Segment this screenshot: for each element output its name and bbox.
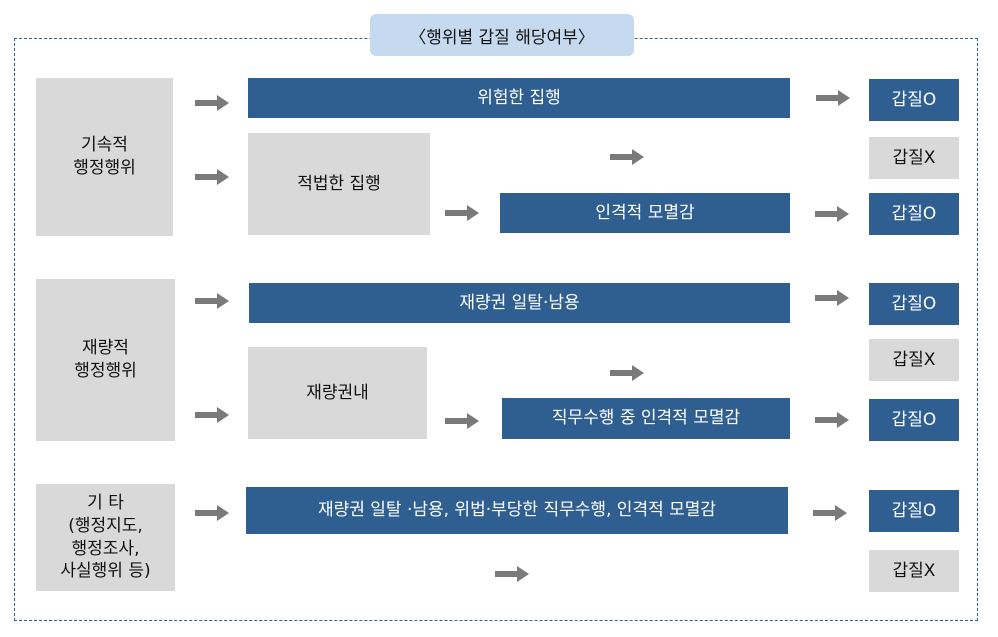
result-badge-yes: 갑질O [869,283,959,325]
dignity-insult-box: 인격적 모멸감 [500,193,790,233]
result-badge-yes: 갑질O [869,193,959,235]
arrow-icon [610,149,646,165]
discretion-abuse-box: 재량권 일탈·남용 [249,283,790,323]
arrow-icon [195,407,231,423]
arrow-icon [495,566,531,582]
arrow-icon [816,90,852,106]
duty-insult-box: 직무수행 중 인격적 모멸감 [502,398,790,439]
arrow-icon [195,95,231,111]
result-badge-no: 갑질X [869,550,959,592]
arrow-icon [815,412,851,428]
result-badge-no: 갑질X [869,137,959,179]
diagram-title: 〈행위별 갑질 해당여부〉 [370,14,634,56]
result-badge-no: 갑질X [869,339,959,381]
arrow-icon [813,505,849,521]
discretionary-act-label: 재량적 행정행위 [36,279,175,441]
combined-violation-box: 재량권 일탈 ·남용, 위법·부당한 직무수행, 인격적 모멸감 [246,487,788,534]
lawful-execution-box: 적법한 집행 [248,133,430,235]
arrow-icon [610,365,646,381]
arrow-icon [445,205,481,221]
within-discretion-box: 재량권내 [248,347,427,439]
arrow-icon [195,293,231,309]
arrow-icon [195,505,231,521]
bound-act-label: 기속적 행정행위 [36,78,173,236]
dangerous-execution-box: 위험한 집행 [248,78,790,118]
other-act-label: 기 타 (행정지도, 행정조사, 사실행위 등) [36,484,175,591]
result-badge-yes: 갑질O [869,79,959,121]
arrow-icon [815,290,851,306]
arrow-icon [195,169,231,185]
arrow-icon [815,206,851,222]
arrow-icon [445,413,481,429]
result-badge-yes: 갑질O [869,399,959,441]
result-badge-yes: 갑질O [869,490,959,532]
